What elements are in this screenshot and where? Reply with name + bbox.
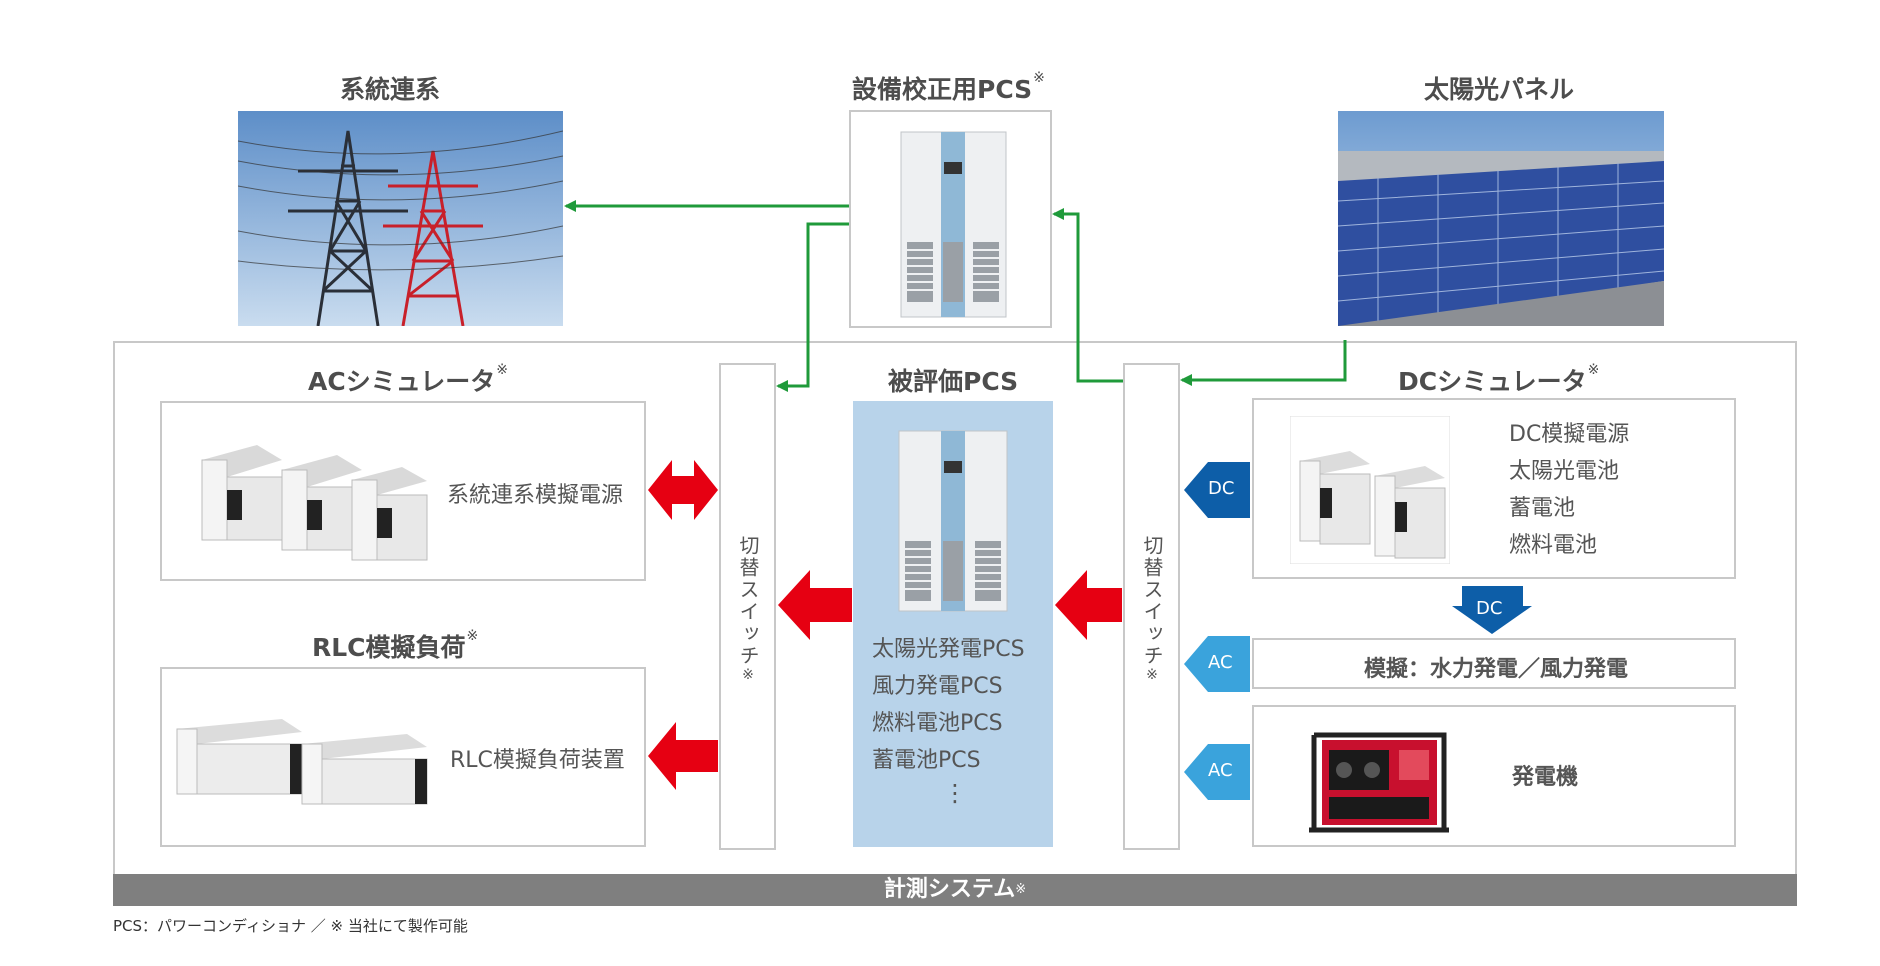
dc-sim-photo [1290,416,1450,564]
green-arrow-to-calib-pcs [1052,208,1123,383]
red-arrow-switch-to-pcs [1055,570,1122,640]
dc-arrow-down [1452,586,1532,634]
footnote: PCS：パワーコンディショナ ／ ※ 当社にて製作可能 [113,917,468,935]
dc-sim-box: DC模擬電源 太陽光電池 蓄電池 燃料電池 [1252,398,1736,579]
red-double-arrow-ac [648,460,718,520]
eval-pcs-panel: 太陽光発電PCS 風力発電PCS 燃料電池PCS 蓄電池PCS ⋮ [853,401,1053,847]
green-arrow-to-right-switch [1180,340,1347,386]
ac-sim-title: ACシミュレータ※ [308,362,508,398]
calib-pcs-mark: ※ [1033,70,1045,86]
dc-sim-mark: ※ [1587,362,1600,378]
hydro-wind-label: 模擬：水力発電／風力発電 [1364,657,1629,682]
rlc-label: RLC模擬負荷装置 [450,748,625,773]
dc-sim-item-2: 太陽光電池 [1509,459,1620,484]
ac-sim-label: 系統連系模擬電源 [447,483,624,508]
green-arrow-to-left-switch [776,222,849,392]
right-switch: 切替スイッチ※ [1123,363,1180,850]
hydro-wind-box: 模擬：水力発電／風力発電 [1252,638,1736,689]
left-switch-label: 切替スイッチ※ [734,535,763,685]
ac-arrow-hydro-label: AC [1208,652,1233,673]
dc-sim-item-1: DC模擬電源 [1509,422,1630,447]
calib-pcs-title: 設備校正用PCS※ [852,70,1045,106]
rlc-unit-icon [176,719,428,805]
right-switch-text: 切替スイッチ [1140,535,1164,667]
dc-sim-unit-icon [1290,416,1450,564]
ac-arrow-hydro [1184,636,1250,692]
pcs-cabinet-icon [900,131,1007,318]
measurement-bar: 計測システム※ [113,874,1797,906]
eval-pcs-item-1: 太陽光発電PCS [872,637,1025,662]
dc-sim-title-text: DCシミュレータ [1398,367,1587,396]
generator-box: 発電機 [1252,705,1736,847]
dc-sim-title: DCシミュレータ※ [1398,362,1599,398]
ac-sim-box: 系統連系模擬電源 [160,401,646,581]
red-arrow-rlc [648,722,718,790]
dc-sim-item-3: 蓄電池 [1509,496,1576,521]
grid-title: 系統連系 [340,70,440,106]
rlc-title: RLC模擬負荷※ [312,628,478,664]
measurement-title: 計測システム [883,877,1016,902]
left-switch-mark: ※ [740,667,756,685]
eval-pcs-item-2: 風力発電PCS [872,674,1003,699]
calib-pcs-title-text: 設備校正用PCS [852,75,1033,104]
ac-arrow-generator [1184,744,1250,800]
ac-sim-title-text: ACシミュレータ [308,367,496,396]
eval-pcs-title-text: 被評価PCS [888,367,1019,396]
ac-sim-photo [187,415,432,570]
calib-pcs-box [849,110,1052,328]
left-switch-text: 切替スイッチ [736,535,760,667]
rlc-box: RLC模擬負荷装置 [160,667,646,847]
right-switch-mark: ※ [1144,667,1160,685]
eval-pcs-title: 被評価PCS [888,362,1018,398]
eval-pcs-cabinet-icon [898,430,1008,612]
rlc-photo [172,704,442,809]
solar-title: 太陽光パネル [1424,70,1574,106]
dc-arrow-down-label: DC [1476,598,1503,619]
right-switch-label: 切替スイッチ※ [1138,535,1167,685]
rlc-mark: ※ [466,628,479,644]
red-arrow-pcs-to-switch [778,570,852,640]
generator-icon [1309,732,1449,833]
solar-photo [1338,111,1664,326]
measurement-mark: ※ [1015,882,1027,897]
ac-sim-unit-icon [201,445,428,561]
eval-pcs-item-4: 蓄電池PCS [872,748,981,773]
generator-photo [1304,715,1454,840]
eval-pcs-item-3: 燃料電池PCS [872,711,1003,736]
eval-pcs-ellipsis: ⋮ [943,779,967,807]
ac-arrow-generator-label: AC [1208,760,1233,781]
grid-title-text: 系統連系 [340,75,441,104]
ac-sim-mark: ※ [496,362,508,378]
left-switch: 切替スイッチ※ [719,363,776,850]
rlc-title-text: RLC模擬負荷 [312,633,466,662]
solar-title-text: 太陽光パネル [1424,75,1575,104]
dc-arrow-left [1184,462,1250,518]
grid-photo [238,111,563,326]
dc-sim-item-4: 燃料電池 [1509,533,1598,558]
generator-label: 発電機 [1512,765,1579,790]
dc-arrow-left-label: DC [1208,478,1235,499]
